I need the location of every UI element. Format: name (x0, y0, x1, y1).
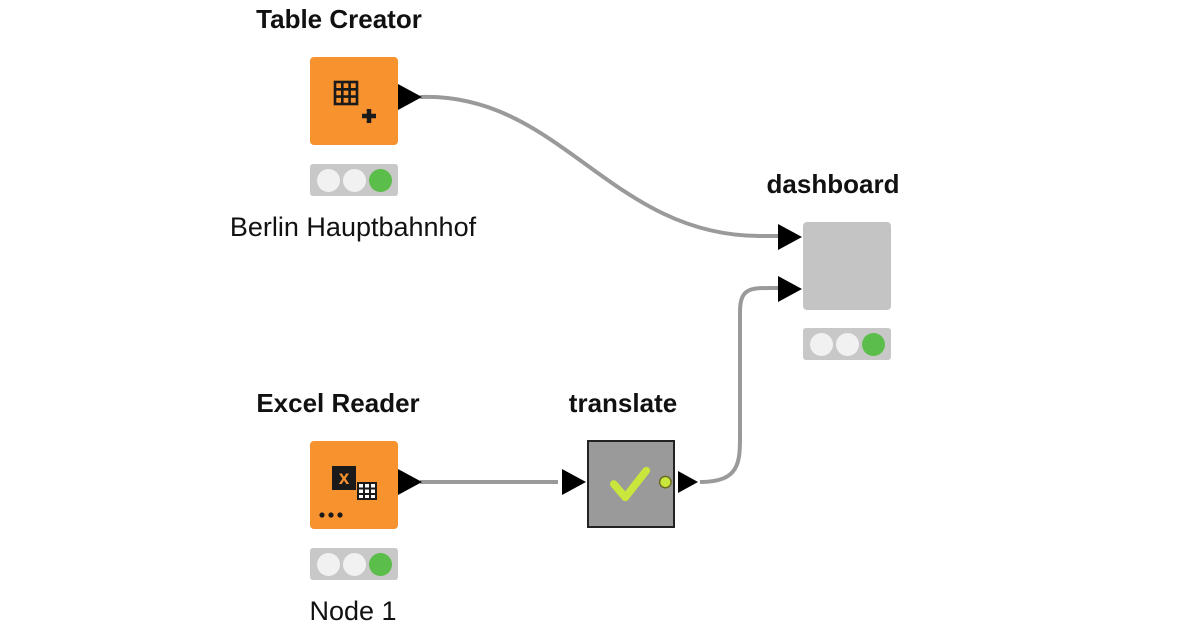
table-creator-node[interactable] (310, 57, 398, 145)
connection-translate-dashboard[interactable] (699, 285, 779, 484)
excel-table-icon: x (319, 466, 377, 518)
dashboard-component-node[interactable] (803, 222, 891, 310)
node-label[interactable]: Node 1 (309, 596, 397, 626)
svg-text:x: x (339, 468, 350, 489)
status-light-idle (835, 332, 859, 356)
input-port[interactable] (562, 469, 586, 495)
node-label[interactable]: Berlin Hauptbahnhof (229, 212, 477, 242)
node-title: dashboard (766, 169, 900, 199)
checkmark-icon (610, 466, 672, 502)
table-add-icon (333, 80, 376, 123)
status-light-idle (316, 168, 340, 192)
status-light-idle (342, 552, 366, 576)
output-port[interactable] (398, 84, 422, 110)
node-status-indicator (310, 548, 398, 580)
connection-table-creator-dashboard[interactable] (419, 94, 778, 238)
status-light-idle (809, 332, 833, 356)
output-port[interactable] (678, 471, 698, 493)
status-light-executed (861, 332, 885, 356)
node-title: Excel Reader (256, 388, 420, 418)
status-light-executed (368, 552, 392, 576)
status-light-idle (342, 168, 366, 192)
status-light-idle (316, 552, 340, 576)
translate-metanode[interactable] (587, 440, 675, 528)
node-status-indicator (803, 328, 891, 360)
input-port[interactable] (778, 224, 802, 250)
node-status-indicator (310, 164, 398, 196)
input-port[interactable] (778, 276, 802, 302)
excel-reader-node[interactable]: x (310, 441, 398, 529)
output-port[interactable] (398, 469, 422, 495)
node-title: translate (568, 388, 678, 418)
status-light-executed (368, 168, 392, 192)
node-title: Table Creator (256, 4, 422, 34)
